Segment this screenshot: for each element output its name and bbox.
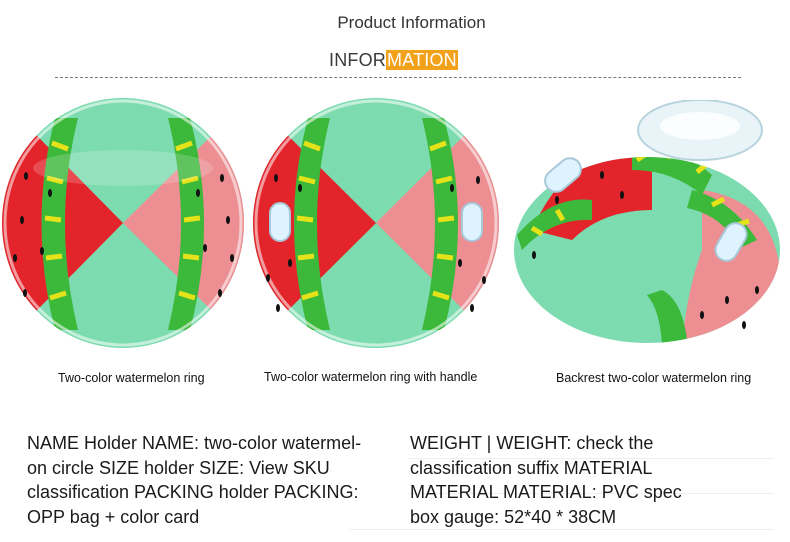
product-details-left: NAME Holder NAME: two-color watermel- on…: [27, 431, 407, 529]
watermelon-ring-image: [1, 98, 245, 348]
information-banner: INFORMATION: [329, 49, 458, 71]
product-caption: Two-color watermelon ring: [58, 371, 205, 385]
page-title: Product Information: [337, 13, 486, 32]
product-caption: Two-color watermelon ring with handle: [264, 370, 478, 384]
information-banner-highlight: MATION: [386, 50, 458, 70]
details-line: WEIGHT | WEIGHT: check the: [410, 433, 654, 453]
handle-icon: [269, 202, 483, 242]
product-caption: Backrest two-color watermelon ring: [556, 371, 752, 385]
details-line: classification PACKING holder PACKING:: [27, 482, 359, 502]
divider: [350, 529, 774, 530]
details-line: classification suffix MATERIAL: [410, 457, 653, 478]
watermelon-ring-with-handle-image: [253, 98, 499, 348]
details-line: OPP bag + color card: [27, 506, 200, 527]
details-line: NAME Holder NAME: two-color watermel-: [27, 433, 362, 453]
information-banner-prefix: INFOR: [329, 50, 386, 70]
divider: [408, 493, 774, 494]
details-line: box gauge: 52*40 * 38CM: [410, 506, 617, 527]
handle-icon: [544, 157, 748, 262]
backrest-watermelon-ring-image: [514, 100, 780, 343]
details-line: MATERIAL MATERIAL: PVC spec: [410, 482, 682, 502]
dashed-divider: [55, 77, 741, 78]
details-line: on circle SIZE holder SIZE: View SKU: [27, 457, 330, 478]
divider: [408, 458, 774, 459]
product-details-right: WEIGHT | WEIGHT: check the classificatio…: [410, 431, 780, 529]
